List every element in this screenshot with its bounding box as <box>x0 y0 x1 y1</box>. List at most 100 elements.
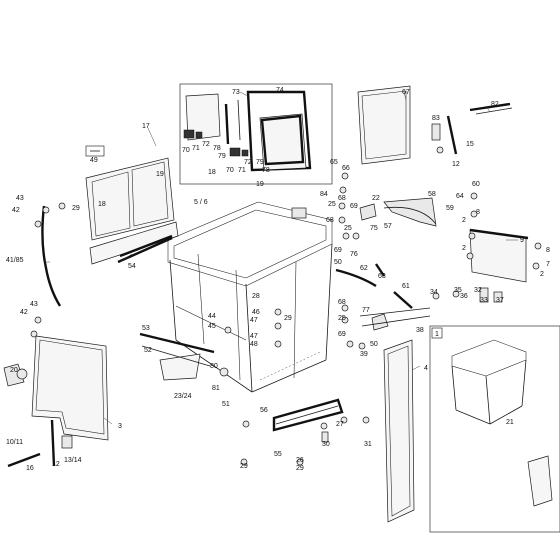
callout-c57: 57 <box>384 223 392 230</box>
callout-c81: 81 <box>212 385 220 392</box>
callout-c29a: 29 <box>72 205 80 212</box>
callout-c33: 33 <box>480 297 488 304</box>
callout-c75: 75 <box>370 225 378 232</box>
callout-c12a: 12 <box>452 161 460 168</box>
callout-c22: 22 <box>372 195 380 202</box>
callout-c69a: 69 <box>350 203 358 210</box>
callout-c78a: 78 <box>213 145 221 152</box>
callout-c16: 16 <box>26 465 34 472</box>
callout-c37: 37 <box>496 297 504 304</box>
callout-c51: 51 <box>222 401 230 408</box>
callout-c39: 39 <box>360 351 368 358</box>
callout-c31: 31 <box>364 441 372 448</box>
callout-c18a: 18 <box>208 169 216 176</box>
callout-c53: 53 <box>142 325 150 332</box>
callout-c52: 52 <box>144 347 152 354</box>
callout-c42a: 42 <box>12 207 20 214</box>
callout-c54: 54 <box>128 263 136 270</box>
callout-c41: 41/85 <box>6 257 24 264</box>
callout-c26: 26 <box>296 457 304 464</box>
callout-c79a: 79 <box>218 153 226 160</box>
callout-c28: 28 <box>252 293 260 300</box>
callout-c1011: 10/11 <box>6 439 23 446</box>
callout-c43a: 43 <box>16 195 24 202</box>
callout-c47a: 47 <box>250 317 258 324</box>
right-hardware <box>338 172 542 283</box>
callout-c20: 20 <box>10 367 18 374</box>
door-glass-detail-box <box>179 83 333 185</box>
callout-c12b: 12 <box>52 461 60 468</box>
callout-c70b: 70 <box>226 167 234 174</box>
callout-c50: 50 <box>334 259 342 266</box>
callout-c3: 3 <box>118 423 122 430</box>
callout-c45: 45 <box>208 323 216 330</box>
inset-number: 1 <box>435 331 439 338</box>
callout-c50b: 50 <box>370 341 378 348</box>
callout-c76: 76 <box>350 251 358 258</box>
callout-c36: 36 <box>460 293 468 300</box>
lower-mid-hardware <box>341 304 431 350</box>
callout-c80: 80 <box>210 363 218 370</box>
callout-c49: 49 <box>90 157 98 164</box>
callout-c74: 74 <box>276 87 284 94</box>
callout-c71a: 71 <box>192 145 200 152</box>
callout-c59: 59 <box>446 205 454 212</box>
callout-c29b: 29 <box>284 315 292 322</box>
callout-c17: 17 <box>142 123 150 130</box>
callout-c68c: 68 <box>338 299 346 306</box>
lower-parts <box>139 332 370 466</box>
callout-c44: 44 <box>208 313 216 320</box>
callout-c29d: 29 <box>296 465 304 472</box>
callout-c43b: 43 <box>30 301 38 308</box>
callout-c42b: 42 <box>20 309 28 316</box>
callout-c83: 83 <box>432 115 440 122</box>
callout-c38: 38 <box>416 327 424 334</box>
callout-c67: 67 <box>402 89 410 96</box>
callout-c66: 66 <box>342 165 350 172</box>
callout-c1314: 13/14 <box>64 457 82 464</box>
side-window-assembly <box>85 145 179 265</box>
callout-c72a: 72 <box>202 141 210 148</box>
callout-c68b: 68 <box>326 217 334 224</box>
callout-c55: 55 <box>274 451 282 458</box>
gas-struts <box>335 263 503 317</box>
cab-frame <box>167 201 333 393</box>
callout-c8b: 8 <box>546 247 550 254</box>
callout-c60: 60 <box>472 181 480 188</box>
callout-c72b: 72 <box>244 159 252 166</box>
callout-c56b: 56 <box>260 407 268 414</box>
callout-c70a: 70 <box>182 147 190 154</box>
callout-c4: 4 <box>424 365 428 372</box>
callout-c82: 82 <box>491 101 499 108</box>
callout-c78b: 78 <box>262 167 270 174</box>
callout-c62: 62 <box>360 265 368 272</box>
inset-box-1 <box>429 325 560 533</box>
callout-c2c: 2 <box>540 271 544 278</box>
callout-c68a: 68 <box>338 195 346 202</box>
callout-c73: 73 <box>232 89 240 96</box>
callout-c2b: 2 <box>462 245 466 252</box>
left-strut <box>30 202 66 338</box>
callout-c19b: 19 <box>256 181 264 188</box>
callout-c18b: 18 <box>98 201 106 208</box>
callout-c64: 64 <box>456 193 464 200</box>
callout-c29c: 29 <box>240 463 248 470</box>
callout-c25b: 25 <box>344 225 352 232</box>
callout-c71b: 71 <box>238 167 246 174</box>
callout-c58: 58 <box>428 191 436 198</box>
callout-c25a: 25 <box>328 201 336 208</box>
callout-c25c: 25 <box>338 315 346 322</box>
callout-c7: 7 <box>546 261 550 268</box>
callout-c69c: 69 <box>338 331 346 338</box>
callout-c27: 27 <box>336 421 344 428</box>
callout-c48: 48 <box>250 341 258 348</box>
rear-window-67 <box>357 85 411 165</box>
callout-c34: 34 <box>430 289 438 296</box>
callout-c56: 5 / 6 <box>194 199 208 206</box>
callout-c46: 46 <box>252 309 260 316</box>
callout-c65: 65 <box>330 159 338 166</box>
callout-c15: 15 <box>466 141 474 148</box>
leader-lines <box>44 91 518 425</box>
